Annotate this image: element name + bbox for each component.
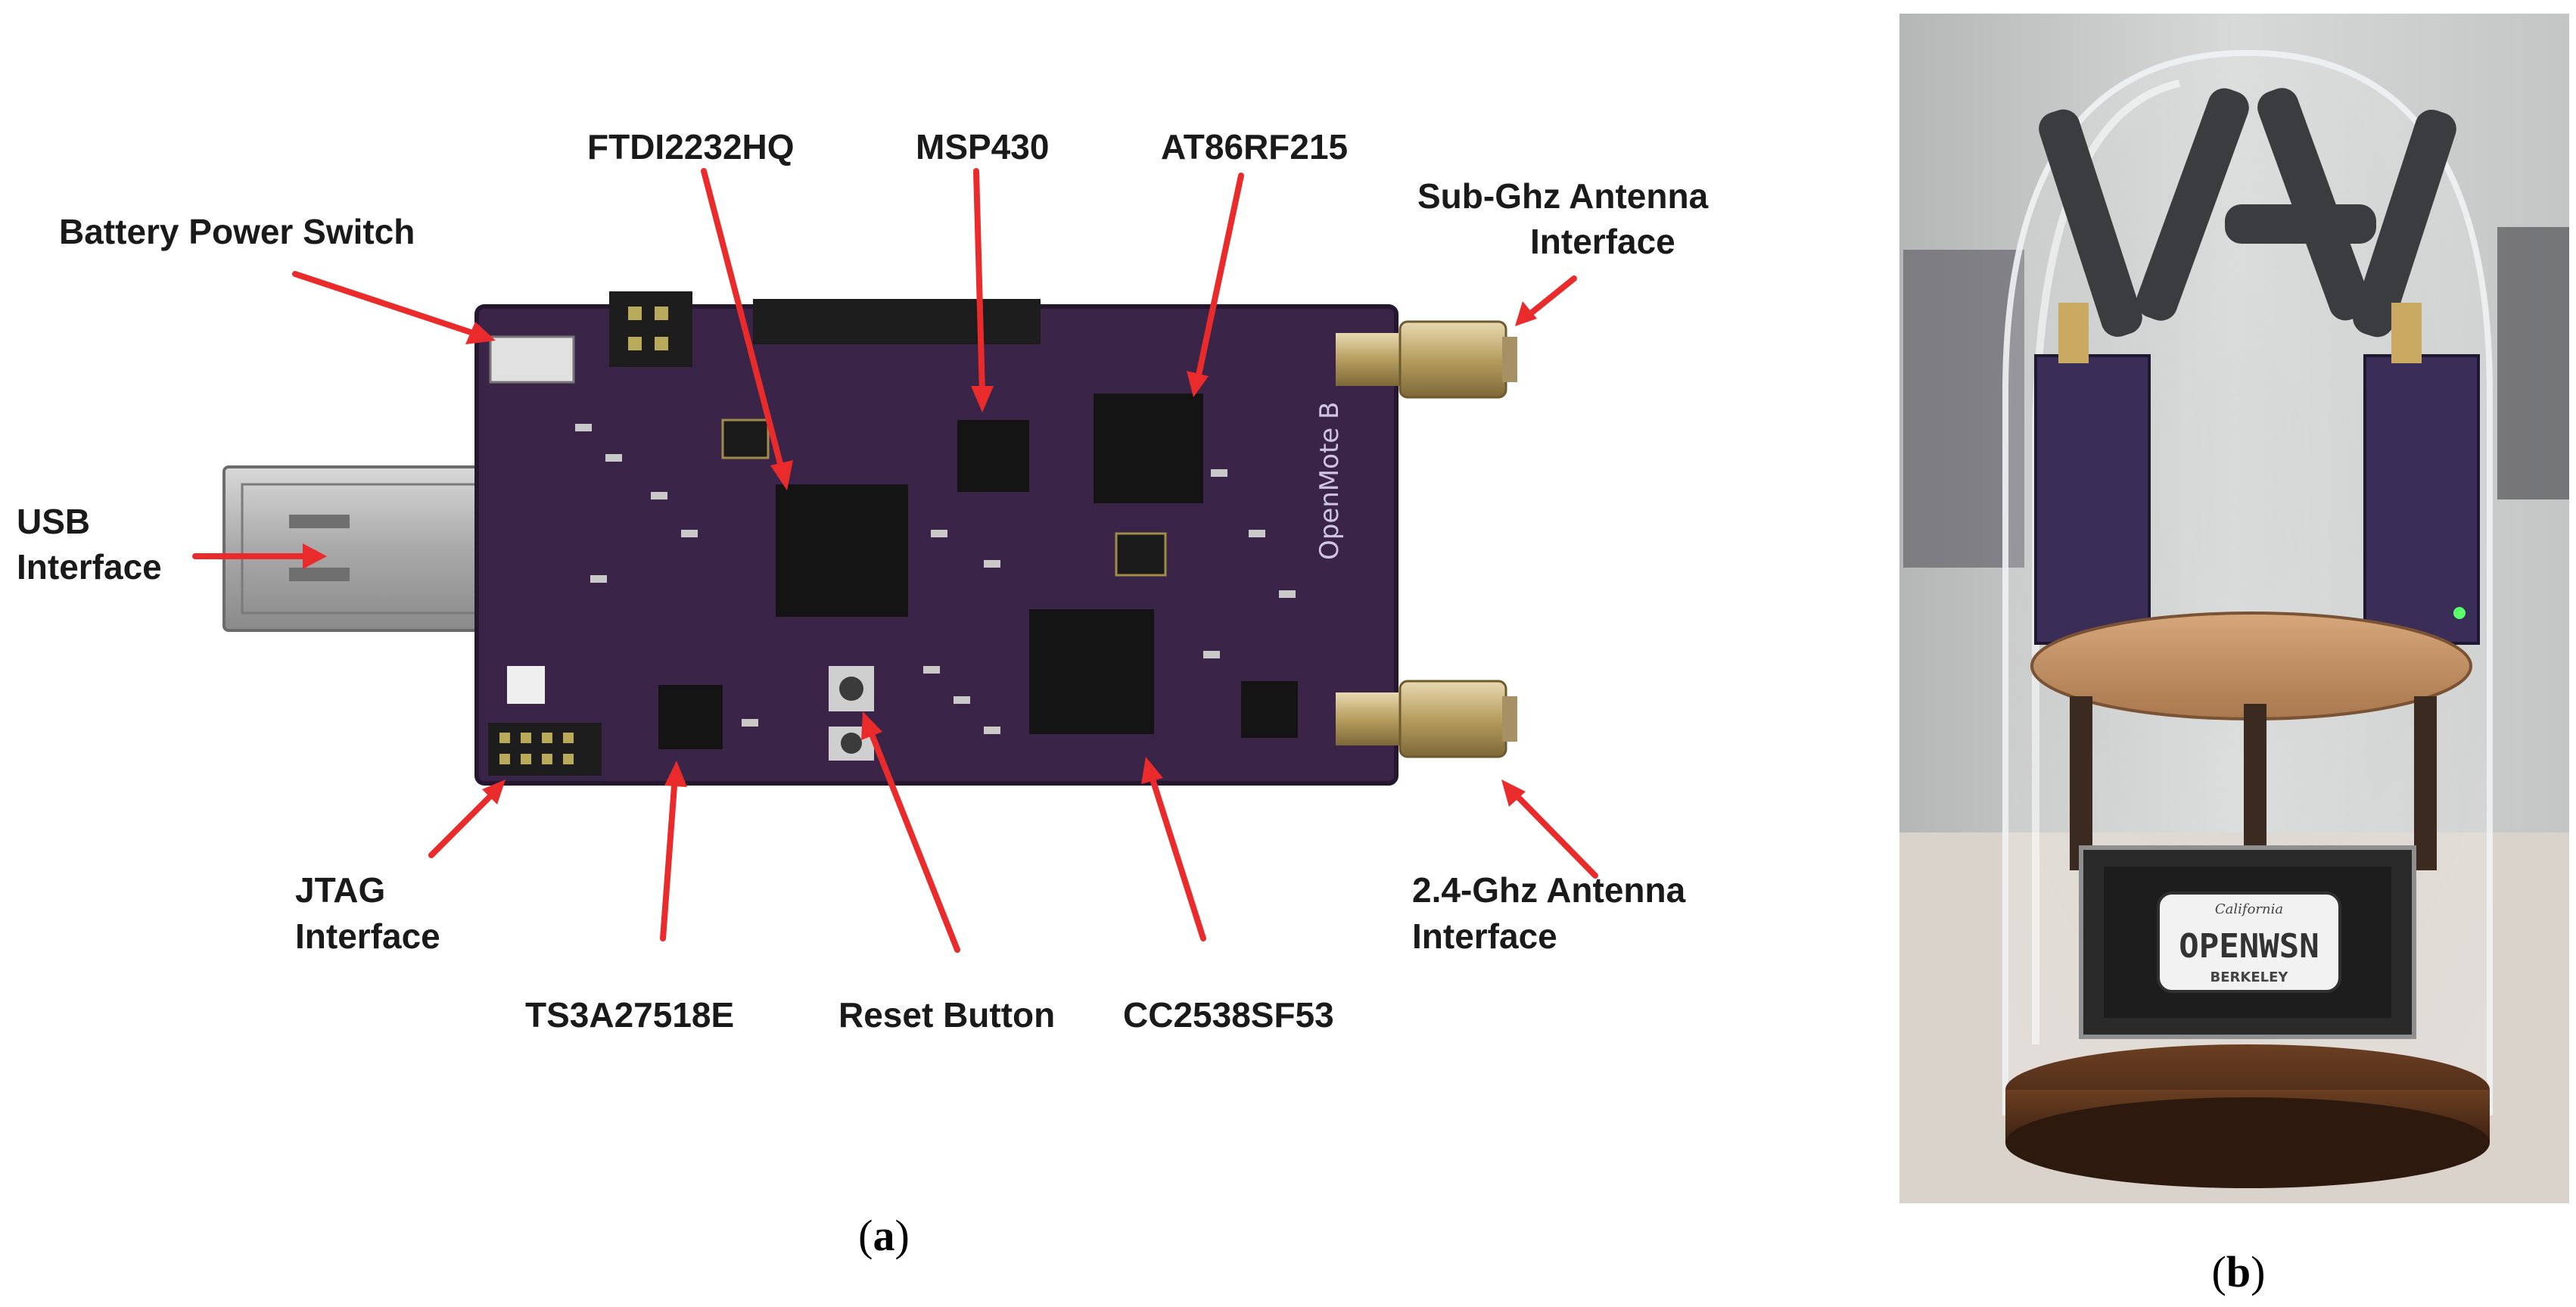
label-ts3a27518e: TS3A27518E bbox=[525, 995, 734, 1035]
label-usb-line1: USB bbox=[17, 502, 90, 541]
arrow-cc2538 bbox=[1141, 757, 1206, 941]
caption-b: (b) bbox=[2212, 1247, 2266, 1296]
panel-a: OpenMote B Battery Power Switch FTDI2232… bbox=[17, 127, 1709, 1260]
arrow-msp430 bbox=[971, 168, 994, 412]
openmote-b-board: OpenMote B bbox=[474, 291, 1398, 786]
label-2-4ghz-line1: 2.4-Ghz Antenna bbox=[1412, 870, 1686, 910]
arrow-at86rf215 bbox=[1187, 173, 1244, 397]
arrow-ts3a bbox=[660, 761, 687, 941]
arrow-reset bbox=[861, 711, 960, 953]
label-usb-line2: Interface bbox=[17, 547, 162, 587]
arrow-battery-switch bbox=[292, 271, 496, 344]
screen-top-script: California bbox=[2215, 901, 2283, 917]
board-silkscreen: OpenMote B bbox=[1314, 402, 1345, 560]
caption-a: (a) bbox=[858, 1211, 910, 1260]
label-sub-ghz-line1: Sub-Ghz Antenna bbox=[1417, 176, 1709, 216]
arrow-usb bbox=[192, 543, 327, 569]
screen-logo-text: OPENWSN bbox=[2179, 927, 2319, 966]
callout-arrows bbox=[192, 168, 1598, 953]
panel-b: California OPENWSN BERKELEY (b) bbox=[1899, 14, 2569, 1296]
arrow-jtag bbox=[428, 780, 506, 858]
lcd-screen: California OPENWSN BERKELEY bbox=[2079, 845, 2416, 1039]
label-jtag-line2: Interface bbox=[295, 916, 440, 956]
label-at86rf215: AT86RF215 bbox=[1161, 127, 1348, 166]
label-2-4ghz-line2: Interface bbox=[1412, 916, 1557, 956]
antennas bbox=[2039, 88, 2456, 338]
label-jtag-line1: JTAG bbox=[295, 870, 385, 910]
label-msp430: MSP430 bbox=[916, 127, 1049, 166]
2-4ghz-antenna-connector bbox=[1336, 680, 1517, 758]
arrow-ftdi bbox=[701, 168, 793, 490]
label-reset-button: Reset Button bbox=[838, 995, 1055, 1035]
label-ftdi2232hq: FTDI2232HQ bbox=[587, 127, 795, 166]
sub-ghz-antenna-connector bbox=[1336, 320, 1517, 399]
arrow-sub-ghz bbox=[1515, 275, 1577, 326]
mote-boards bbox=[2034, 303, 2480, 645]
screen-bottom-text: BERKELEY bbox=[2210, 969, 2289, 985]
label-cc2538sf53: CC2538SF53 bbox=[1123, 995, 1334, 1035]
label-battery-power-switch: Battery Power Switch bbox=[59, 212, 415, 251]
wooden-platform bbox=[2030, 611, 2472, 870]
label-sub-ghz-line2: Interface bbox=[1530, 222, 1675, 261]
arrow-2-4ghz bbox=[1501, 780, 1598, 879]
wooden-base bbox=[2005, 1044, 2490, 1188]
